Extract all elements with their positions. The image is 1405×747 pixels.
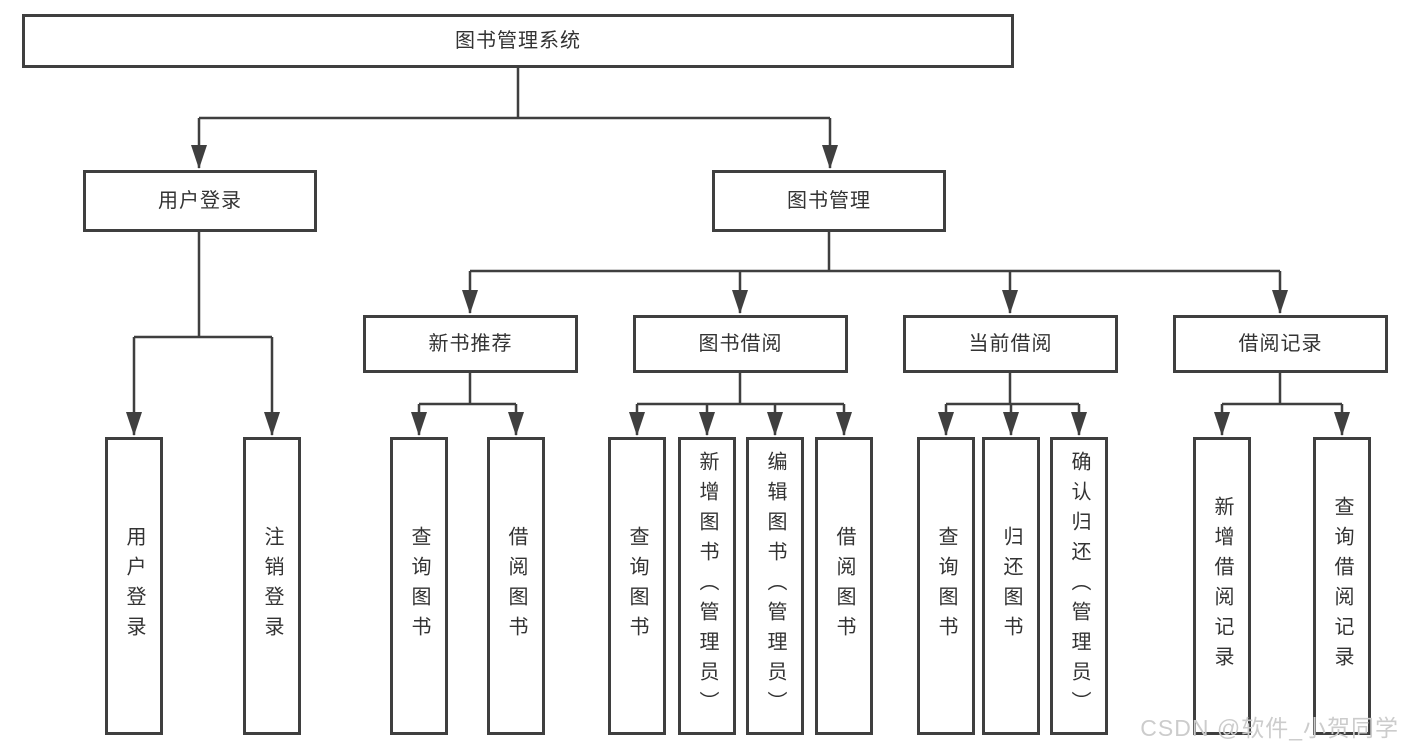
leaf-query-books-borrow: 查询图书 [608,437,666,735]
node-label: 编辑图书（管理员） [764,451,786,721]
node-label: 查询图书 [408,526,430,646]
leaf-user-login: 用户登录 [105,437,163,735]
node-label: 查询图书 [626,526,648,646]
node-label: 借阅图书 [833,526,855,646]
leaf-borrow-books-recommend: 借阅图书 [487,437,545,735]
node-label: 新书推荐 [428,333,513,355]
node-label: 借阅记录 [1238,333,1323,355]
node-label: 归还图书 [1000,526,1022,646]
leaf-query-books-current: 查询图书 [917,437,975,735]
node-library-management-system: 图书管理系统 [22,14,1014,68]
leaf-return-book: 归还图书 [982,437,1040,735]
node-label: 查询图书 [935,526,957,646]
node-label: 图书管理 [787,190,871,212]
node-label: 新增图书（管理员） [696,451,718,721]
node-borrowing-records: 借阅记录 [1173,315,1388,373]
leaf-logout: 注销登录 [243,437,301,735]
node-label: 图书管理系统 [455,30,581,52]
node-user-login: 用户登录 [83,170,317,232]
node-label: 图书借阅 [698,333,783,355]
node-label: 注销登录 [261,526,283,646]
node-label: 当前借阅 [968,333,1053,355]
leaf-query-borrow-record: 查询借阅记录 [1313,437,1371,735]
leaf-edit-book-admin: 编辑图书（管理员） [746,437,804,735]
node-label: 新增借阅记录 [1211,496,1233,676]
node-new-book-recommend: 新书推荐 [363,315,578,373]
leaf-add-book-admin: 新增图书（管理员） [678,437,736,735]
leaf-borrow-books: 借阅图书 [815,437,873,735]
node-label: 借阅图书 [505,526,527,646]
node-book-management: 图书管理 [712,170,946,232]
node-book-borrowing: 图书借阅 [633,315,848,373]
leaf-add-borrow-record: 新增借阅记录 [1193,437,1251,735]
node-label: 查询借阅记录 [1331,496,1353,676]
node-label: 确认归还（管理员） [1068,451,1090,721]
node-label: 用户登录 [158,190,242,212]
node-label: 用户登录 [123,526,145,646]
leaf-query-books-recommend: 查询图书 [390,437,448,735]
node-current-borrowing: 当前借阅 [903,315,1118,373]
csdn-watermark: CSDN @软件_小贺同学 [1140,715,1399,741]
leaf-confirm-return-admin: 确认归还（管理员） [1050,437,1108,735]
